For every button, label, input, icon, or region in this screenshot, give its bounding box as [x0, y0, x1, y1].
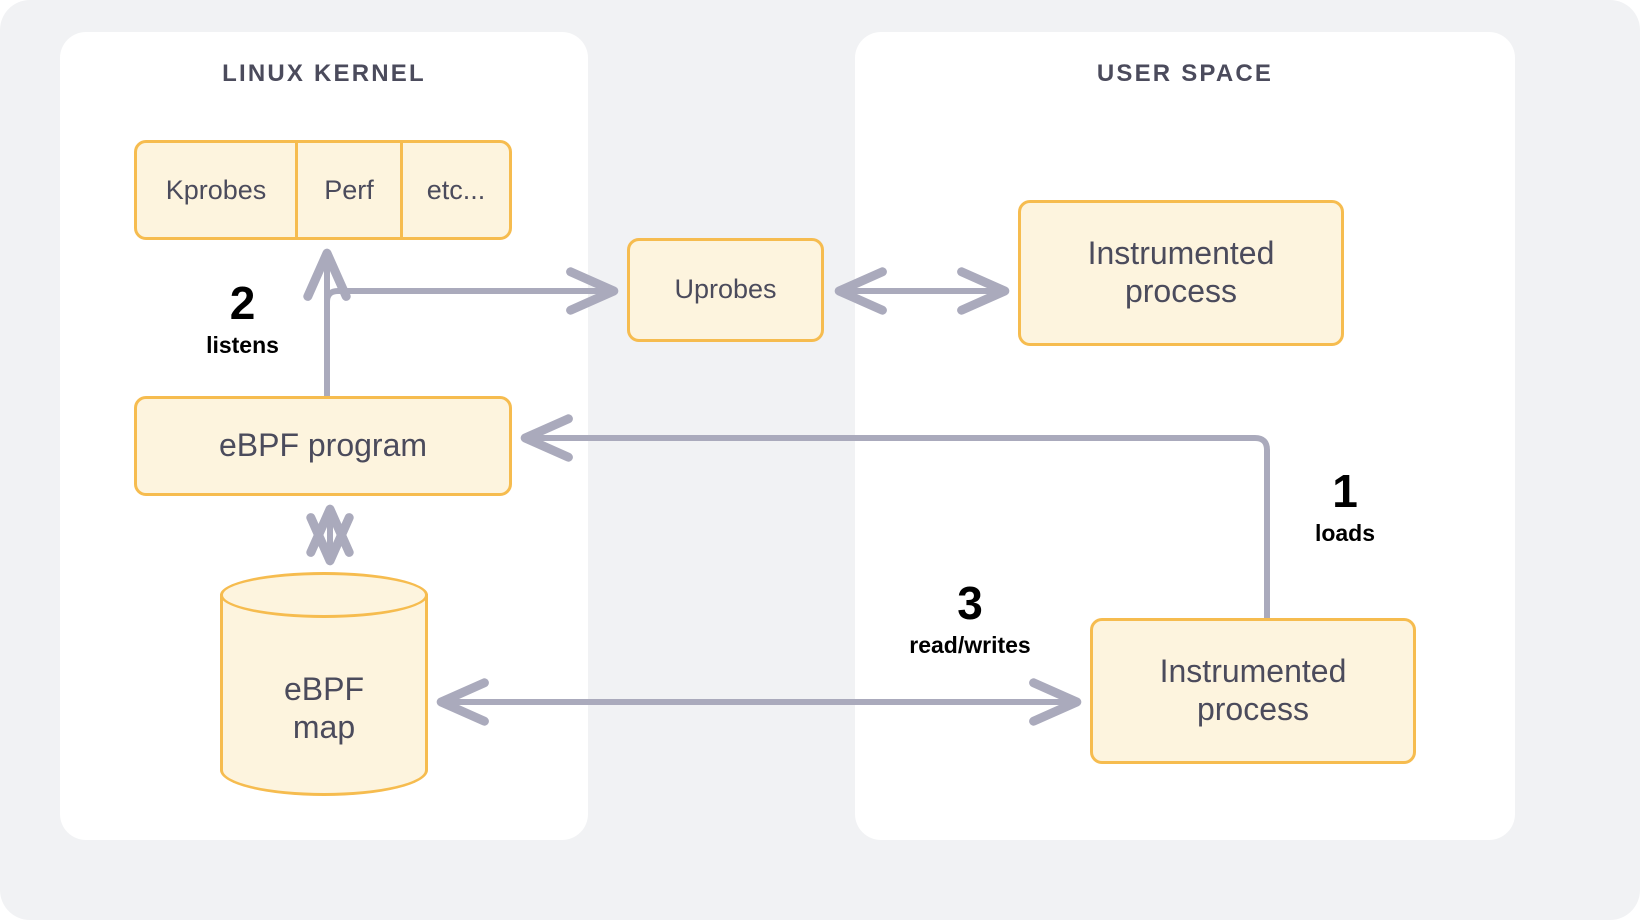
node-ebpf-map-label: eBPF map — [220, 628, 428, 788]
step-number-2: 2 — [229, 277, 256, 329]
cylinder-body — [220, 594, 428, 796]
node-ebpf-map-line1: eBPF — [283, 670, 365, 707]
panel-title-user-space: USER SPACE — [1096, 60, 1274, 87]
step-annotation-read-writes: 3 read/writes — [880, 580, 1060, 660]
node-instrumented-process-top[interactable]: Instrumented process — [1018, 200, 1344, 346]
panel-title-linux-kernel: LINUX KERNEL — [222, 60, 426, 87]
probe-cell-kprobes[interactable]: Kprobes — [165, 174, 267, 205]
probes-group[interactable]: Kprobes Perf etc... — [134, 140, 512, 240]
probe-cell-etc[interactable]: etc... — [400, 143, 509, 237]
node-uprobes[interactable]: Uprobes — [627, 238, 824, 342]
node-ebpf-program[interactable]: eBPF program — [134, 396, 512, 496]
node-instrumented-process-bottom[interactable]: Instrumented process — [1090, 618, 1416, 764]
step-number-3: 3 — [957, 577, 983, 629]
step-caption-read-writes: read/writes — [909, 632, 1031, 658]
node-ebpf-map-line2: map — [292, 709, 356, 745]
cylinder-top-ellipse — [220, 572, 428, 618]
node-instrumented-process-bottom-line2: process — [1196, 691, 1310, 727]
step-annotation-loads: 1 loads — [1280, 468, 1410, 548]
probe-cell-perf[interactable]: Perf — [295, 143, 400, 237]
step-caption-listens: listens — [206, 332, 279, 358]
step-number-1: 1 — [1332, 465, 1358, 517]
node-ebpf-map[interactable]: eBPF map — [220, 572, 428, 796]
step-caption-loads: loads — [1314, 520, 1376, 546]
node-instrumented-process-top-line2: process — [1124, 273, 1238, 309]
node-instrumented-process-top-line1: Instrumented — [1087, 235, 1275, 272]
node-instrumented-process-bottom-line1: Instrumented — [1159, 653, 1347, 690]
step-annotation-listens: 2 listens — [170, 280, 315, 360]
